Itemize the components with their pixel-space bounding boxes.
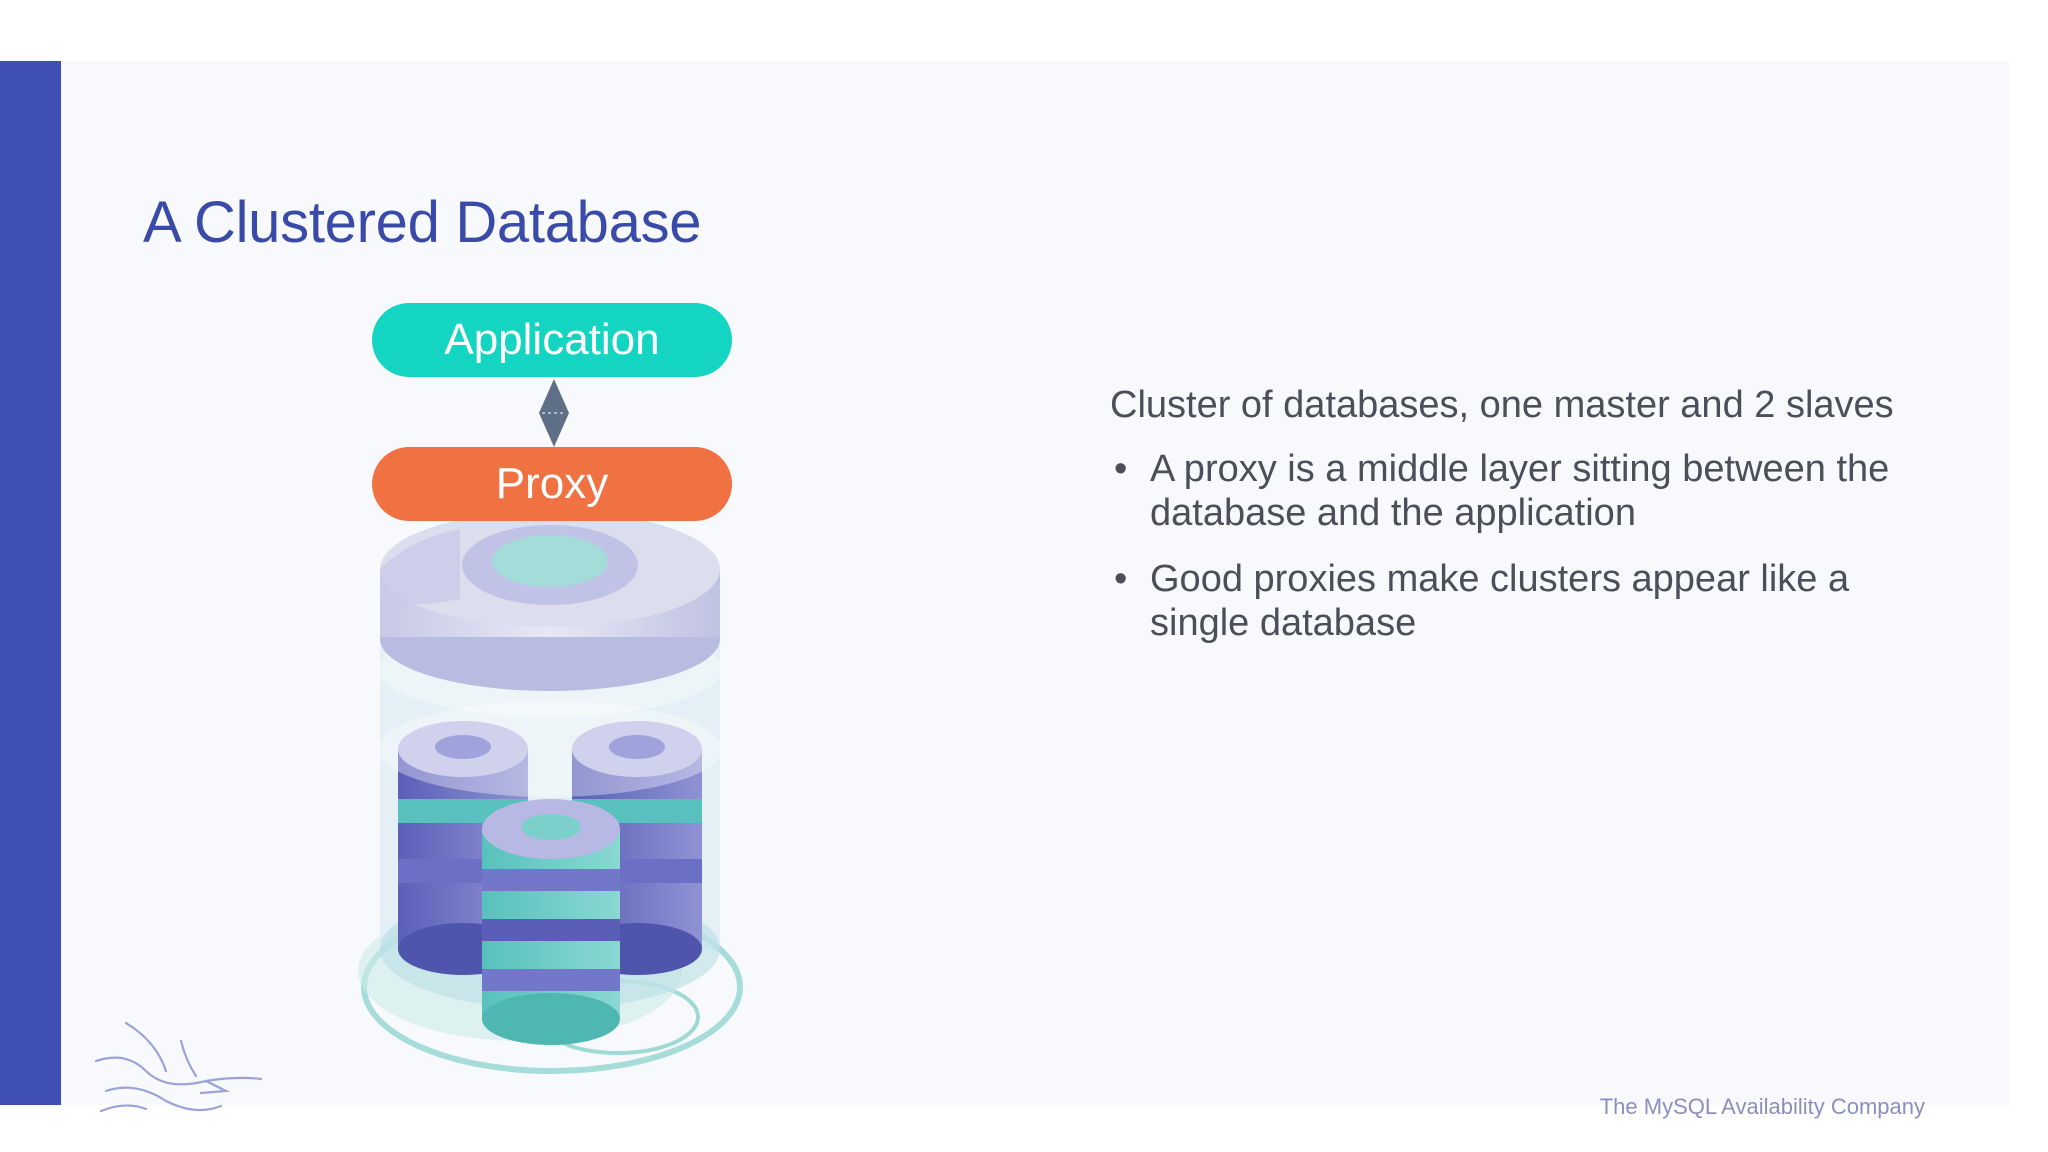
bullet-dot: • bbox=[1114, 558, 1128, 600]
bullet-list: • A proxy is a middle layer sitting betw… bbox=[1110, 447, 1930, 645]
slide: A Clustered Database Application Proxy bbox=[0, 61, 2010, 1119]
footer-tagline: The MySQL Availability Company bbox=[1599, 1094, 1925, 1119]
accent-bar bbox=[0, 61, 61, 1105]
dolphin-logo-icon bbox=[94, 1021, 263, 1113]
database-cluster-icon bbox=[358, 511, 743, 1074]
slide-title: A Clustered Database bbox=[143, 190, 702, 255]
proxy-node: Proxy bbox=[372, 447, 732, 521]
bullet-text: Good proxies make clusters appear like a… bbox=[1150, 558, 1850, 644]
proxy-label: Proxy bbox=[495, 459, 609, 508]
application-node: Application bbox=[372, 303, 732, 377]
bullet-text: A proxy is a middle layer sitting betwee… bbox=[1150, 448, 1890, 534]
bullet-dot: • bbox=[1114, 448, 1128, 490]
bullet-item: • A proxy is a middle layer sitting betw… bbox=[1110, 447, 1930, 535]
application-label: Application bbox=[444, 315, 660, 364]
slide-content: Cluster of databases, one master and 2 s… bbox=[1110, 383, 1930, 667]
lead-text: Cluster of databases, one master and 2 s… bbox=[1110, 384, 1894, 426]
bidirectional-arrow-icon bbox=[539, 379, 569, 447]
cluster-diagram: Application Proxy bbox=[350, 299, 770, 1109]
bullet-item: • Good proxies make clusters appear like… bbox=[1110, 557, 1930, 645]
